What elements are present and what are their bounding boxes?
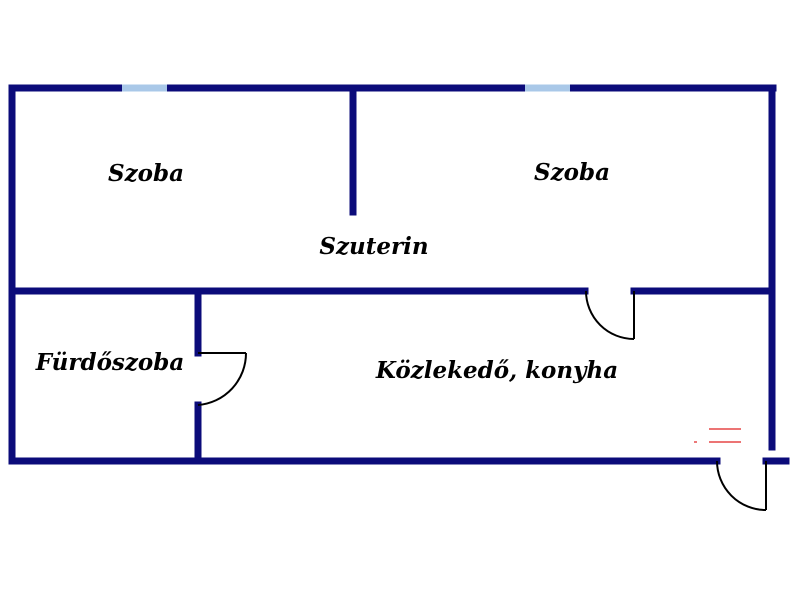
door-swing-arc [585,290,635,340]
door-swing-arc [197,352,248,406]
door-swing-arc [716,460,767,511]
door-corridor-hall [585,290,635,340]
room-label-hall: Szuterin [319,233,428,260]
room-label-corridor-kitchen: Közlekedő, konyha [375,357,618,384]
door-bathroom [197,352,248,406]
door-entrance [716,460,767,511]
walls [8,84,790,465]
room-label-right: Szoba [534,159,610,186]
room-label-bathroom: Fürdőszoba [35,349,185,376]
doors [197,290,767,511]
stair-marks [694,428,741,443]
room-label-left: Szoba [108,160,184,187]
